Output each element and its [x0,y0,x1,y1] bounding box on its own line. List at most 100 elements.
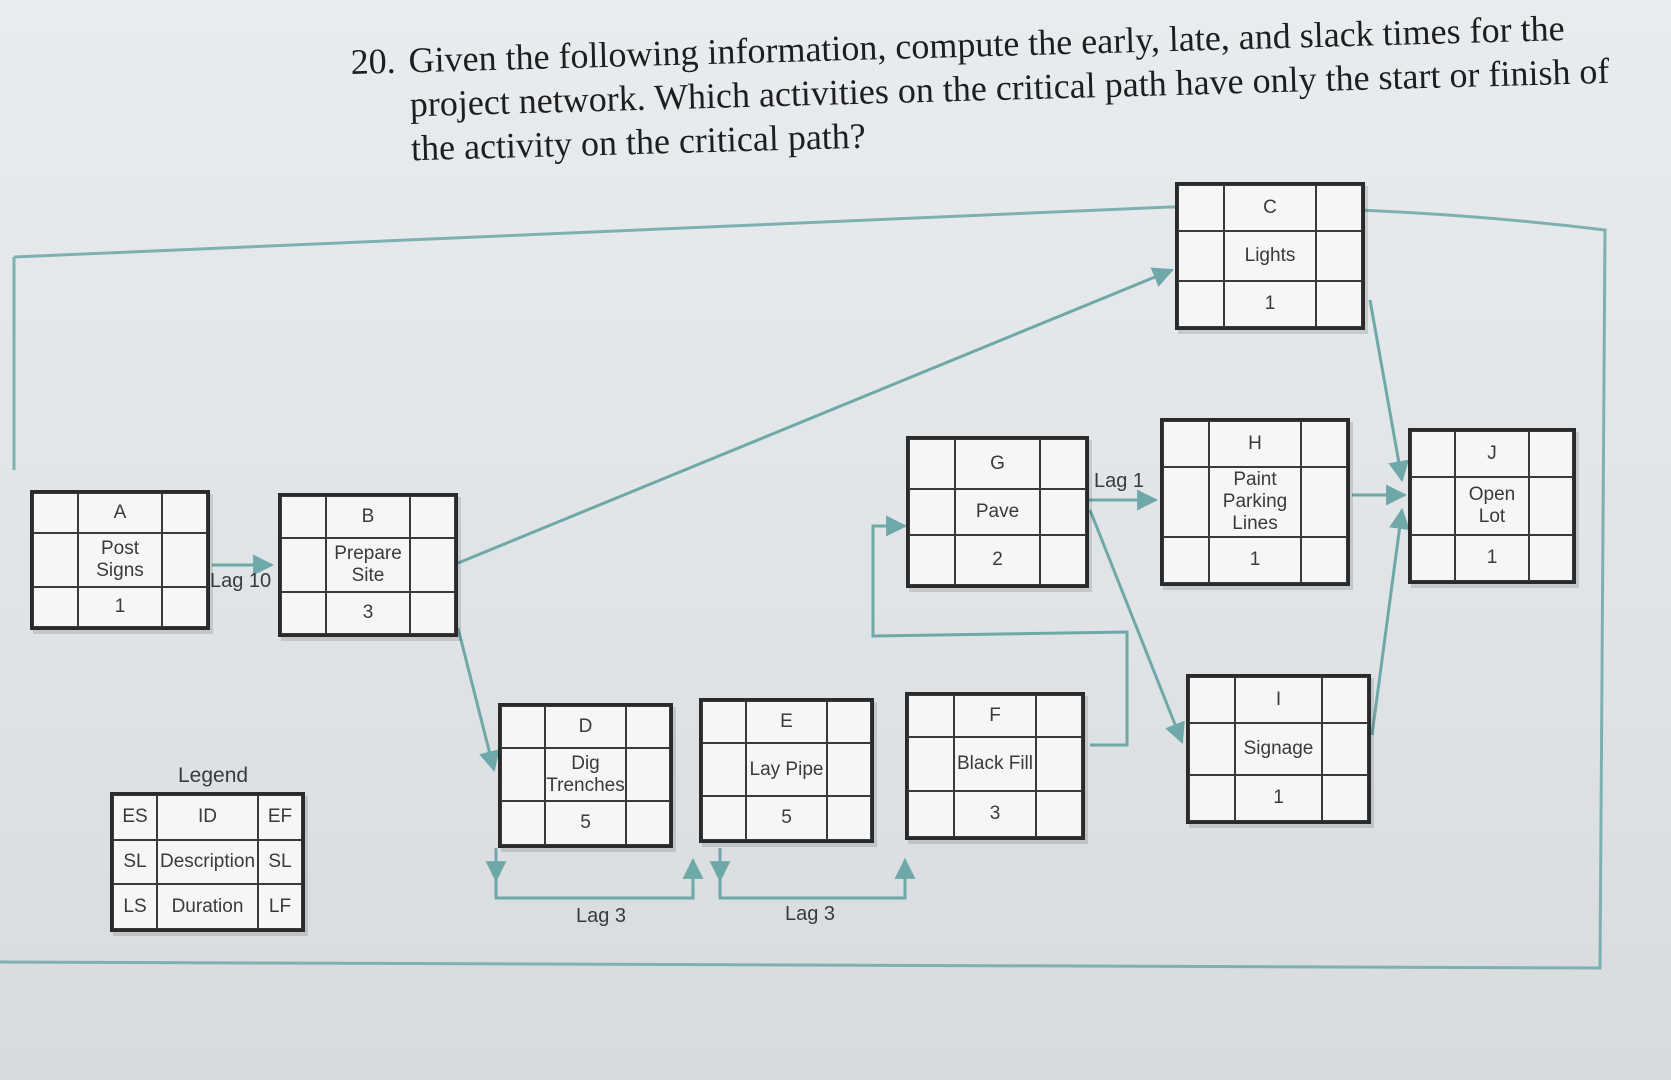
legend-sl-right: SL [258,839,302,885]
node-a-ef [162,493,207,533]
activity-node-c: C Lights 1 [1175,182,1365,330]
activity-node-h: H Paint Parking Lines 1 [1160,418,1350,586]
node-e-es [702,701,746,743]
node-c-sl-left [1178,231,1224,281]
node-f-sl-right [1036,737,1082,791]
node-f-ef [1036,695,1082,737]
legend-es: ES [113,795,157,840]
node-h-id: H [1209,421,1301,467]
node-g-lf [1040,535,1086,585]
node-f-duration: 3 [954,791,1036,837]
node-i-duration: 1 [1235,775,1322,821]
node-j-lf [1529,535,1573,581]
activity-node-e: E Lay Pipe 5 [699,698,874,843]
node-h-description: Paint Parking Lines [1209,467,1301,537]
node-g-duration: 2 [955,535,1040,585]
lag-label-e-f: Lag 3 [785,903,836,925]
node-j-sl-right [1529,477,1573,535]
node-e-ls [702,796,746,840]
node-j-ef [1529,431,1573,477]
activity-node-b: B Prepare Site 3 [278,493,458,637]
node-d-sl-right [626,748,670,801]
activity-node-a: A Post Signs 1 [30,490,210,630]
node-g-id: G [955,439,1040,489]
node-f-lf [1036,791,1082,837]
node-i-id: I [1235,677,1322,723]
node-b-sl-left [281,538,326,592]
node-c-description: Lights [1224,231,1316,281]
legend-sl-left: SL [113,839,157,885]
node-g-description: Pave [955,489,1040,535]
legend-ls: LS [113,884,157,929]
node-a-es [33,493,78,533]
node-h-sl-left [1163,467,1209,537]
node-b-duration: 3 [326,592,410,634]
node-a-duration: 1 [78,587,162,627]
lag-label-g-h: Lag 1 [1094,470,1145,492]
node-i-ls [1189,775,1235,821]
node-d-es [501,706,545,748]
activity-node-d: D Dig Trenches 5 [498,703,673,848]
node-e-sl-right [827,743,871,796]
node-f-es [908,695,954,737]
node-d-lf [626,801,670,845]
node-c-duration: 1 [1224,281,1316,327]
node-g-ls [909,535,955,585]
node-b-description: Prepare Site [326,538,410,592]
legend-box: ES ID EF SL Description SL LS Duration L… [110,792,305,932]
node-d-sl-left [501,748,545,801]
node-b-ls [281,592,326,634]
node-d-duration: 5 [545,801,626,845]
node-h-es [1163,421,1209,467]
node-b-ef [410,496,455,538]
node-b-lf [410,592,455,634]
node-b-sl-right [410,538,455,592]
node-a-description: Post Signs [78,533,162,587]
node-e-ef [827,701,871,743]
node-i-lf [1322,775,1368,821]
node-a-ls [33,587,78,627]
node-e-lf [827,796,871,840]
node-j-es [1411,431,1455,477]
arrow-b-d [456,627,500,773]
node-a-sl-left [33,533,78,587]
node-j-sl-left [1411,477,1455,535]
legend-duration: Duration [157,884,258,929]
legend-ef: EF [258,795,302,840]
node-d-id: D [545,706,626,748]
legend-description: Description [157,839,258,885]
node-f-ls [908,791,954,837]
node-j-ls [1411,535,1455,581]
node-i-sl-left [1189,723,1235,775]
lag-label-a-b: Lag 10 [210,570,272,592]
node-f-id: F [954,695,1036,737]
node-e-description: Lay Pipe [746,743,827,796]
activity-node-g: G Pave 2 [906,436,1089,588]
node-h-ef [1301,421,1347,467]
arrow-c-j [1368,299,1410,483]
lag-label-d-e: Lag 3 [576,905,627,927]
node-i-ef [1322,677,1368,723]
arrow-e-f [718,848,916,900]
node-e-id: E [746,701,827,743]
legend-title: Legend [178,764,249,787]
node-g-sl-left [909,489,955,535]
node-g-ef [1040,439,1086,489]
node-j-id: J [1455,431,1529,477]
node-f-sl-left [908,737,954,791]
node-g-es [909,439,955,489]
node-i-es [1189,677,1235,723]
activity-node-j: J Open Lot 1 [1408,428,1576,584]
node-e-duration: 5 [746,796,827,840]
node-a-id: A [78,493,162,533]
node-d-ef [626,706,670,748]
legend-id: ID [157,795,258,840]
node-i-description: Signage [1235,723,1322,775]
arrow-b-c [457,267,1174,565]
node-h-duration: 1 [1209,537,1301,583]
node-g-sl-right [1040,489,1086,535]
activity-node-f: F Black Fill 3 [905,692,1085,840]
arrow-f-g [871,515,1129,747]
